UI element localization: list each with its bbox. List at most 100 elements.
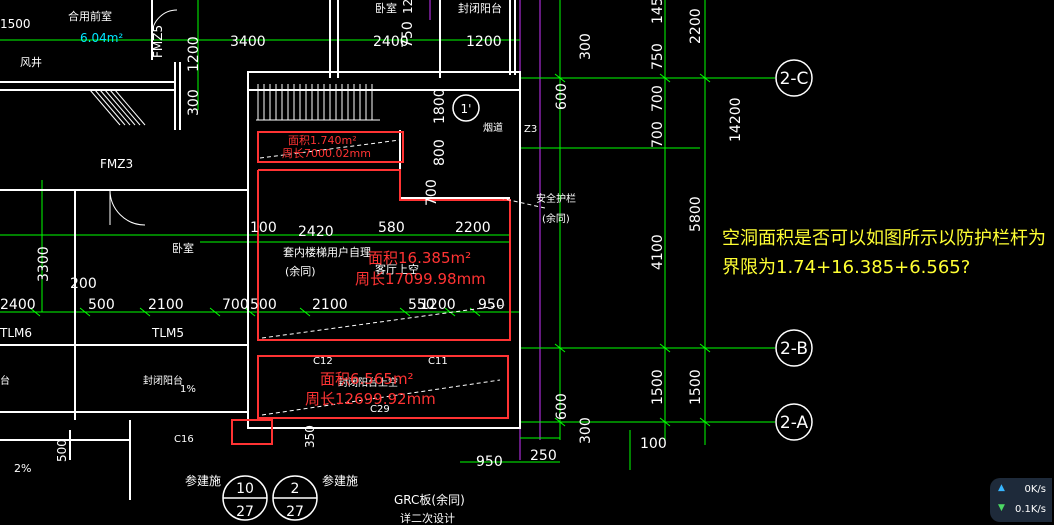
dim-ratio2: 2% — [14, 462, 31, 475]
callout-1-bot: 27 — [236, 504, 254, 520]
stair-treads — [89, 84, 380, 126]
dim-r700b: 700 — [650, 121, 666, 148]
dim-b2400: 2400 — [0, 297, 36, 313]
dim-b500a: 500 — [88, 297, 115, 313]
label-bedroom-top: 卧室 — [375, 1, 397, 15]
callout-2-bot: 27 — [286, 504, 304, 520]
dim-100b: 100 — [640, 436, 667, 452]
axis-bubbles — [222, 59, 813, 521]
question-overlay-text: 空洞面积是否可以如图所示以防护栏杆为界限为1.74+16.385+6.565? — [722, 228, 1046, 278]
upload-speed-row: ▲ 0K/s — [998, 482, 1048, 498]
mark-1-prime: 1' — [461, 102, 472, 116]
label-same-note: (余同) — [285, 264, 316, 278]
label-safety-rail: 安全护栏 — [536, 192, 576, 205]
dim-3300: 3300 — [36, 246, 52, 282]
dim-tlm6: TLM6 — [0, 326, 32, 340]
dim-r2200: 2200 — [688, 8, 704, 44]
dim-b950: 950 — [478, 297, 505, 313]
label-pipe-well: 烟道 — [483, 121, 503, 134]
label-grc: GRC板(余同) — [394, 492, 465, 507]
network-speed-widget[interactable]: ▲ 0K/s ▼ 0.1K/s — [990, 478, 1052, 522]
dim-b550: 550 — [408, 297, 435, 313]
red-area-small: 面积1.740m² — [288, 134, 357, 147]
label-shared-toilet-area: 6.04m² — [80, 31, 123, 45]
dim-300b: 300 — [578, 33, 594, 60]
dim-200: 200 — [70, 276, 97, 292]
dim-r700a: 700 — [650, 85, 666, 112]
room-labels: 合用前室 6.04m² 卧室 封闭阳台 风井 FMZ3 卧室 套内楼梯用户自理 … — [0, 1, 576, 525]
dim-750a: 750 — [400, 21, 416, 48]
dim-600b: 600 — [554, 393, 570, 420]
dim-c11: C11 — [428, 356, 448, 367]
red-perimeter-low: 周长12699.92mm — [305, 390, 436, 408]
dim-800: 800 — [432, 139, 448, 166]
dim-r1500a: 1500 — [650, 369, 666, 405]
dim-r4100: 4100 — [650, 234, 666, 270]
label-ext-left: 参建施 — [185, 473, 221, 488]
axis-2c: 2-C — [780, 69, 809, 89]
dim-1200v: 1200 — [186, 36, 202, 72]
door-swings — [109, 9, 178, 226]
dim-2200: 2200 — [455, 220, 491, 236]
dim-r750: 750 — [650, 43, 666, 70]
red-perimeter-small: 周长7000.02mm — [282, 147, 371, 160]
dim-2420: 2420 — [298, 224, 334, 240]
dim-c29: C29 — [370, 404, 390, 415]
label-left-edge: 台 — [0, 374, 10, 387]
download-speed-row: ▼ 0.1K/s — [998, 502, 1048, 518]
dim-500v: 500 — [55, 439, 69, 462]
area-labels: 面积1.740m² 周长7000.02mm 面积16.385m² 周长17099… — [282, 134, 486, 408]
label-balcony-upper: 封闭阳台上空 — [338, 376, 398, 389]
dim-r5800: 5800 — [688, 196, 704, 232]
dim-1200a: 1200 — [466, 34, 502, 50]
label-stair-note: 套内楼梯用户自理 — [283, 245, 371, 259]
dim-tlm5: TLM5 — [151, 326, 184, 340]
dim-b500b: 500 — [250, 297, 277, 313]
callout-1-top: 10 — [236, 481, 254, 497]
dim-r1500b: 1500 — [688, 369, 704, 405]
upload-speed: 0K/s — [1024, 484, 1047, 495]
dim-r1450: 1450 — [650, 0, 666, 24]
label-closed-balcony-top: 封闭阳台 — [458, 1, 502, 15]
dim-250: 250 — [530, 448, 557, 464]
download-arrow-icon: ▼ — [998, 503, 1005, 513]
dim-z3: Z3 — [524, 124, 537, 135]
dim-b2100b: 2100 — [312, 297, 348, 313]
dimension-texts: 1500 3400 2400 1200 100 2420 580 2200 20… — [0, 0, 744, 475]
label-ext-right: 参建施 — [322, 473, 358, 488]
dim-b1200: 1200 — [420, 297, 456, 313]
label-bedroom-mid: 卧室 — [172, 241, 194, 255]
dim-300c: 300 — [578, 417, 594, 444]
dashed-rail-lines — [259, 139, 546, 416]
red-area-low: 面积6.565m² — [320, 370, 414, 388]
dim-b700: 700 — [222, 297, 249, 313]
dim-c12: C12 — [313, 356, 333, 367]
dim-b2100a: 2100 — [148, 297, 184, 313]
dim-1500: 1500 — [0, 17, 31, 31]
axis-2b: 2-B — [780, 339, 808, 359]
dim-600a: 600 — [554, 83, 570, 110]
dim-3400: 3400 — [230, 34, 266, 50]
axis-2a: 2-A — [780, 413, 809, 433]
dim-c16: C16 — [174, 434, 194, 445]
upload-arrow-icon: ▲ — [998, 483, 1005, 493]
label-living-room-upper: 客厅上空 — [375, 262, 419, 276]
dim-ratio1: 1% — [180, 384, 196, 395]
dim-580: 580 — [378, 220, 405, 236]
dim-18-top: 1200 — [401, 0, 415, 14]
axis-labels: 2-C 2-B 2-A 1' 10 27 2 27 — [236, 69, 808, 520]
dim-2400a: 2400 — [373, 34, 409, 50]
download-speed: 0.1K/s — [1014, 504, 1046, 515]
label-fmz5: FMZ5 — [151, 25, 165, 58]
callout-2-top: 2 — [291, 481, 300, 497]
red-area-mid: 面积16.385m² — [368, 249, 471, 267]
dim-r14200: 14200 — [728, 97, 744, 142]
label-fmz3: FMZ3 — [100, 157, 133, 171]
red-perimeter-mid: 周长17099.98mm — [355, 270, 486, 288]
dim-350: 350 — [303, 425, 317, 448]
label-closed-balcony-left: 封闭阳台 — [143, 374, 183, 387]
dim-950: 950 — [476, 454, 503, 470]
label-safety-rail-same: (余同) — [542, 212, 570, 225]
dim-700a: 700 — [424, 179, 440, 206]
